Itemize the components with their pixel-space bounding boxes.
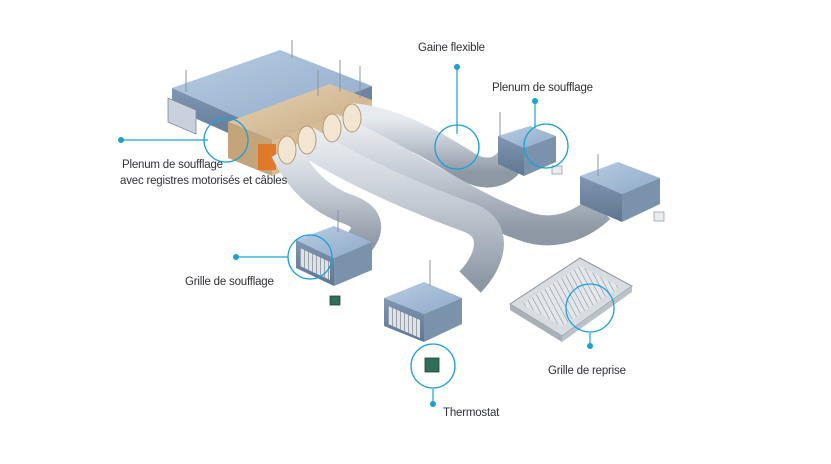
label-plenum-soufflage-left-detail: avec registres motorisés et câbles [120,175,288,187]
highlight-ring-icon [434,124,480,170]
label-gaine-flexible: Gaine flexible [418,42,485,54]
grille-soufflage-front [384,260,462,342]
label-plenum-soufflage-left: Plenum de soufflage [122,159,223,171]
label-thermostat: Thermostat [443,407,500,419]
plenum-soufflage-right [498,112,563,176]
thermostat-left [329,295,341,306]
thermostat-device [424,357,440,373]
callout-leaders [118,64,615,407]
ducts [271,103,611,293]
label-grille-reprise: Grille de reprise [548,365,626,377]
plenum-soufflage-far-right [580,154,665,222]
label-grille-soufflage: Grille de soufflage [185,276,274,288]
dot-marker-icon [454,64,460,70]
damper-motor [258,144,276,170]
grille-reprise [509,257,633,342]
label-plenum-soufflage-right: Plenum de soufflage [492,82,593,94]
grille-soufflage-box [296,210,372,306]
